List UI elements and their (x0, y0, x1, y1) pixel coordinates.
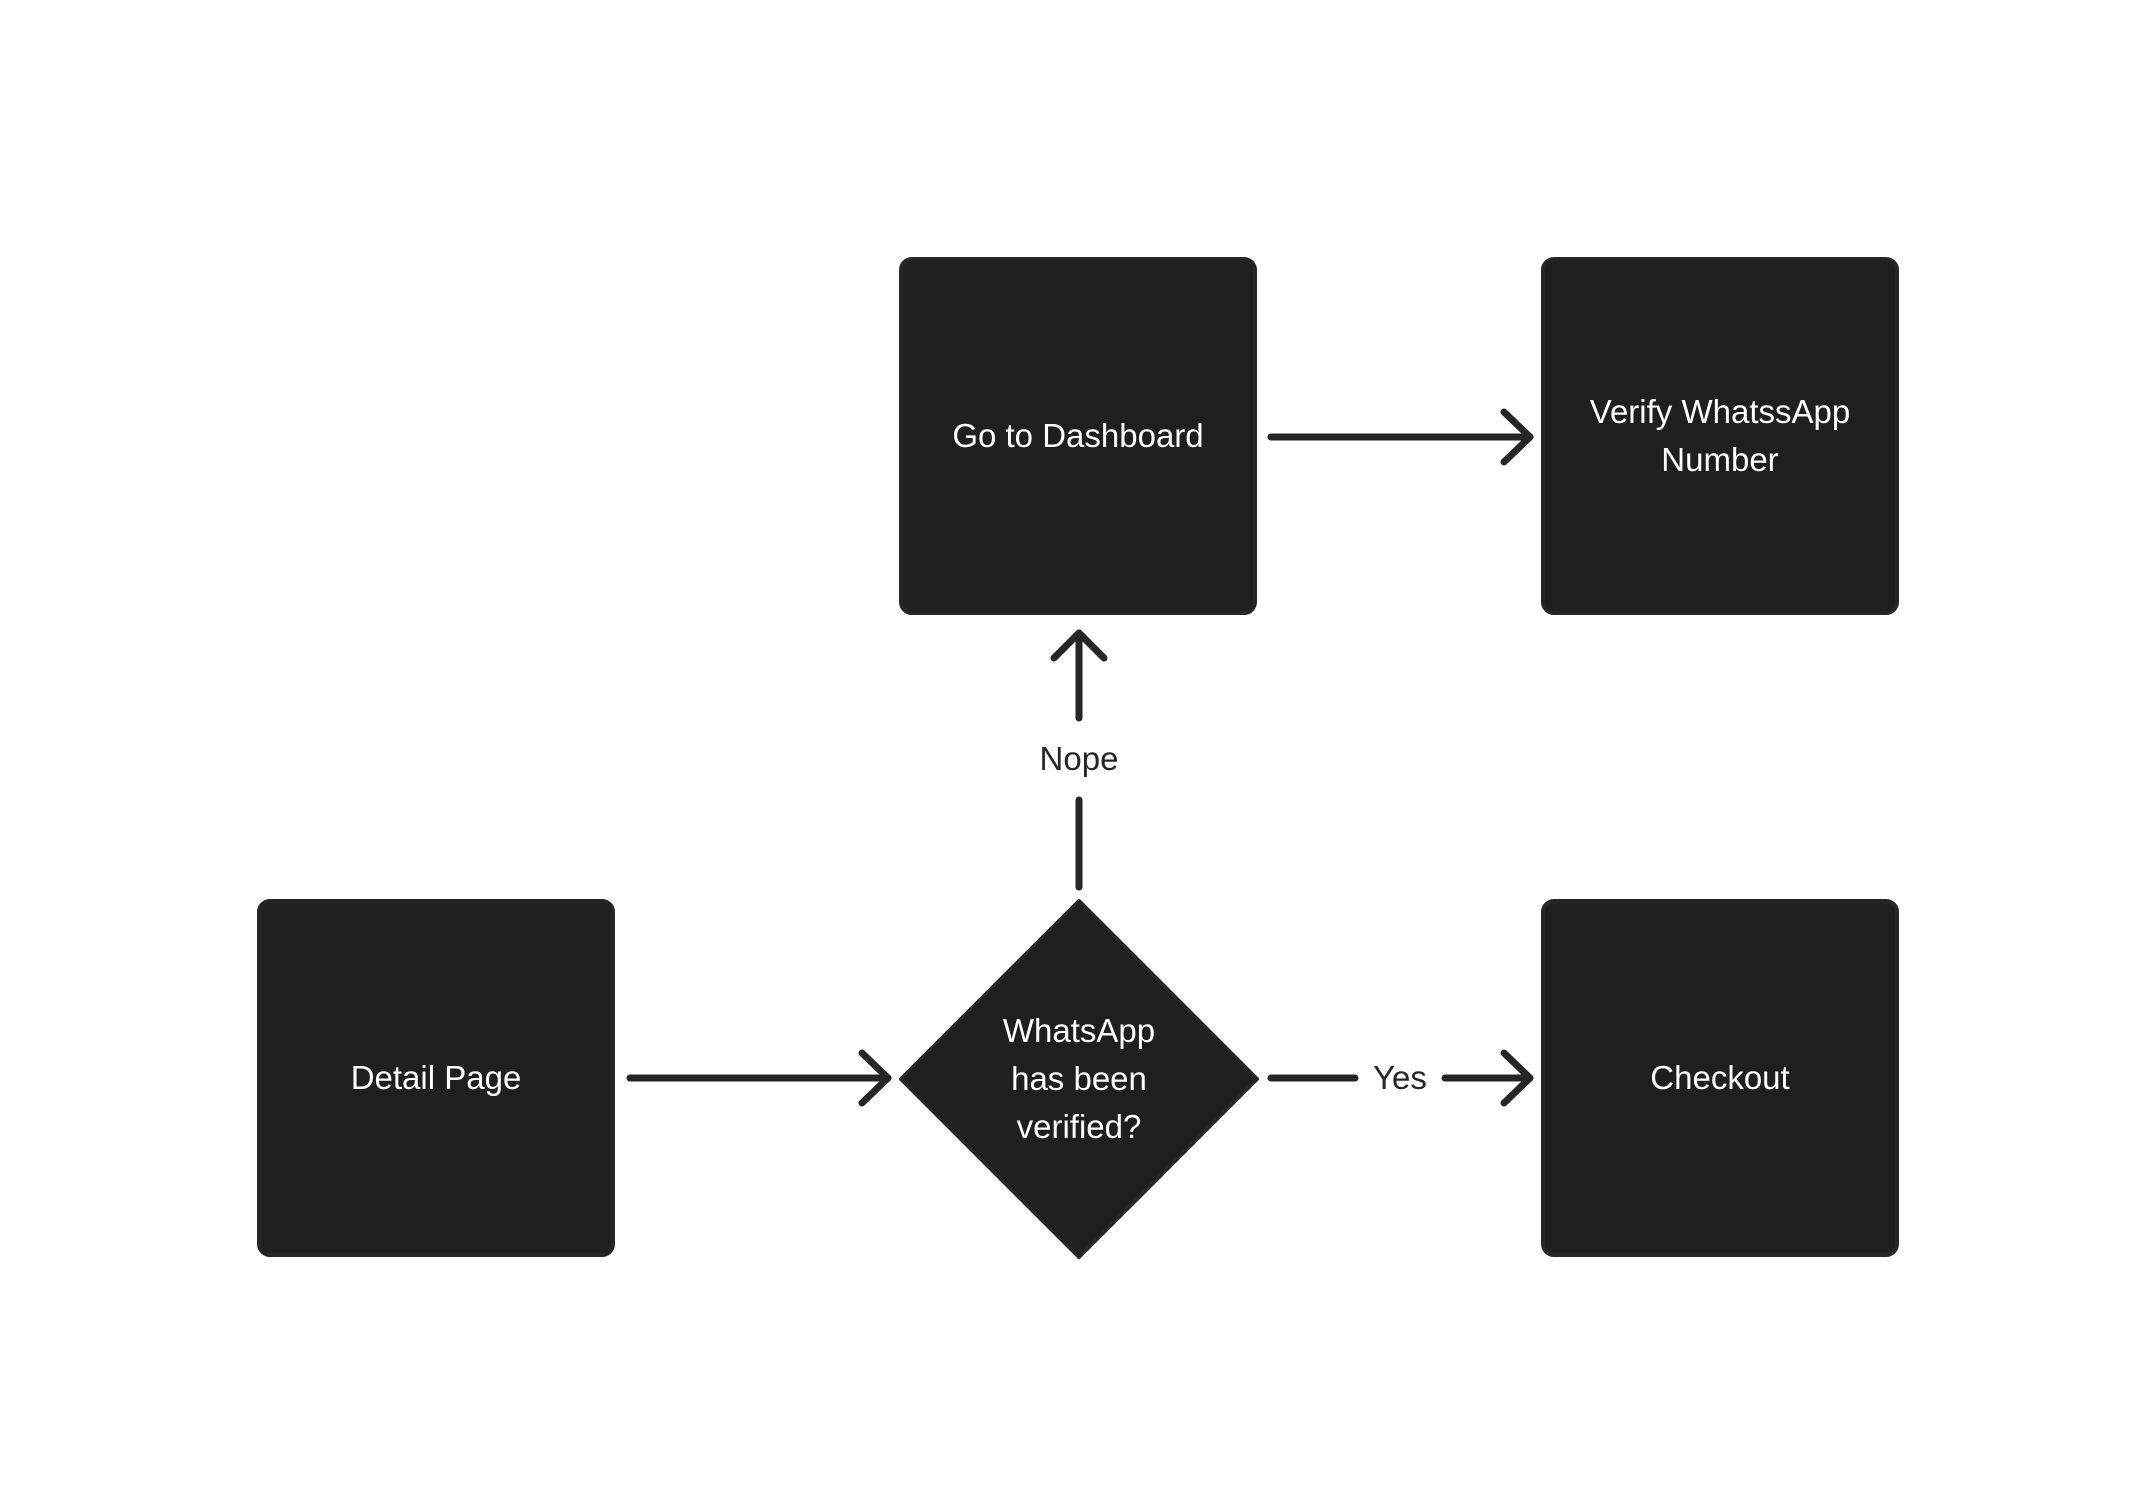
arrow-decision-to-checkout (1267, 1049, 1534, 1107)
detail-page-node[interactable]: Detail Page (257, 899, 615, 1257)
checkout-node[interactable]: Checkout (1541, 899, 1899, 1257)
verify-number-node[interactable]: Verify WhatssApp Number (1541, 257, 1899, 615)
arrow-detail-to-decision (626, 1049, 892, 1107)
nope-edge-label: Nope (1029, 739, 1129, 779)
verified-decision-node[interactable] (897, 897, 1261, 1261)
dashboard-node[interactable]: Go to Dashboard (899, 257, 1257, 615)
checkout-label: Checkout (1650, 1059, 1790, 1096)
dashboard-label: Go to Dashboard (952, 417, 1204, 454)
verify-label: Verify WhatssApp Number (1589, 393, 1851, 478)
yes-edge-label: Yes (1360, 1058, 1440, 1098)
arrow-decision-to-dashboard (1050, 629, 1108, 891)
detail-page-label: Detail Page (350, 1059, 522, 1096)
arrow-dashboard-to-verify (1267, 408, 1534, 466)
